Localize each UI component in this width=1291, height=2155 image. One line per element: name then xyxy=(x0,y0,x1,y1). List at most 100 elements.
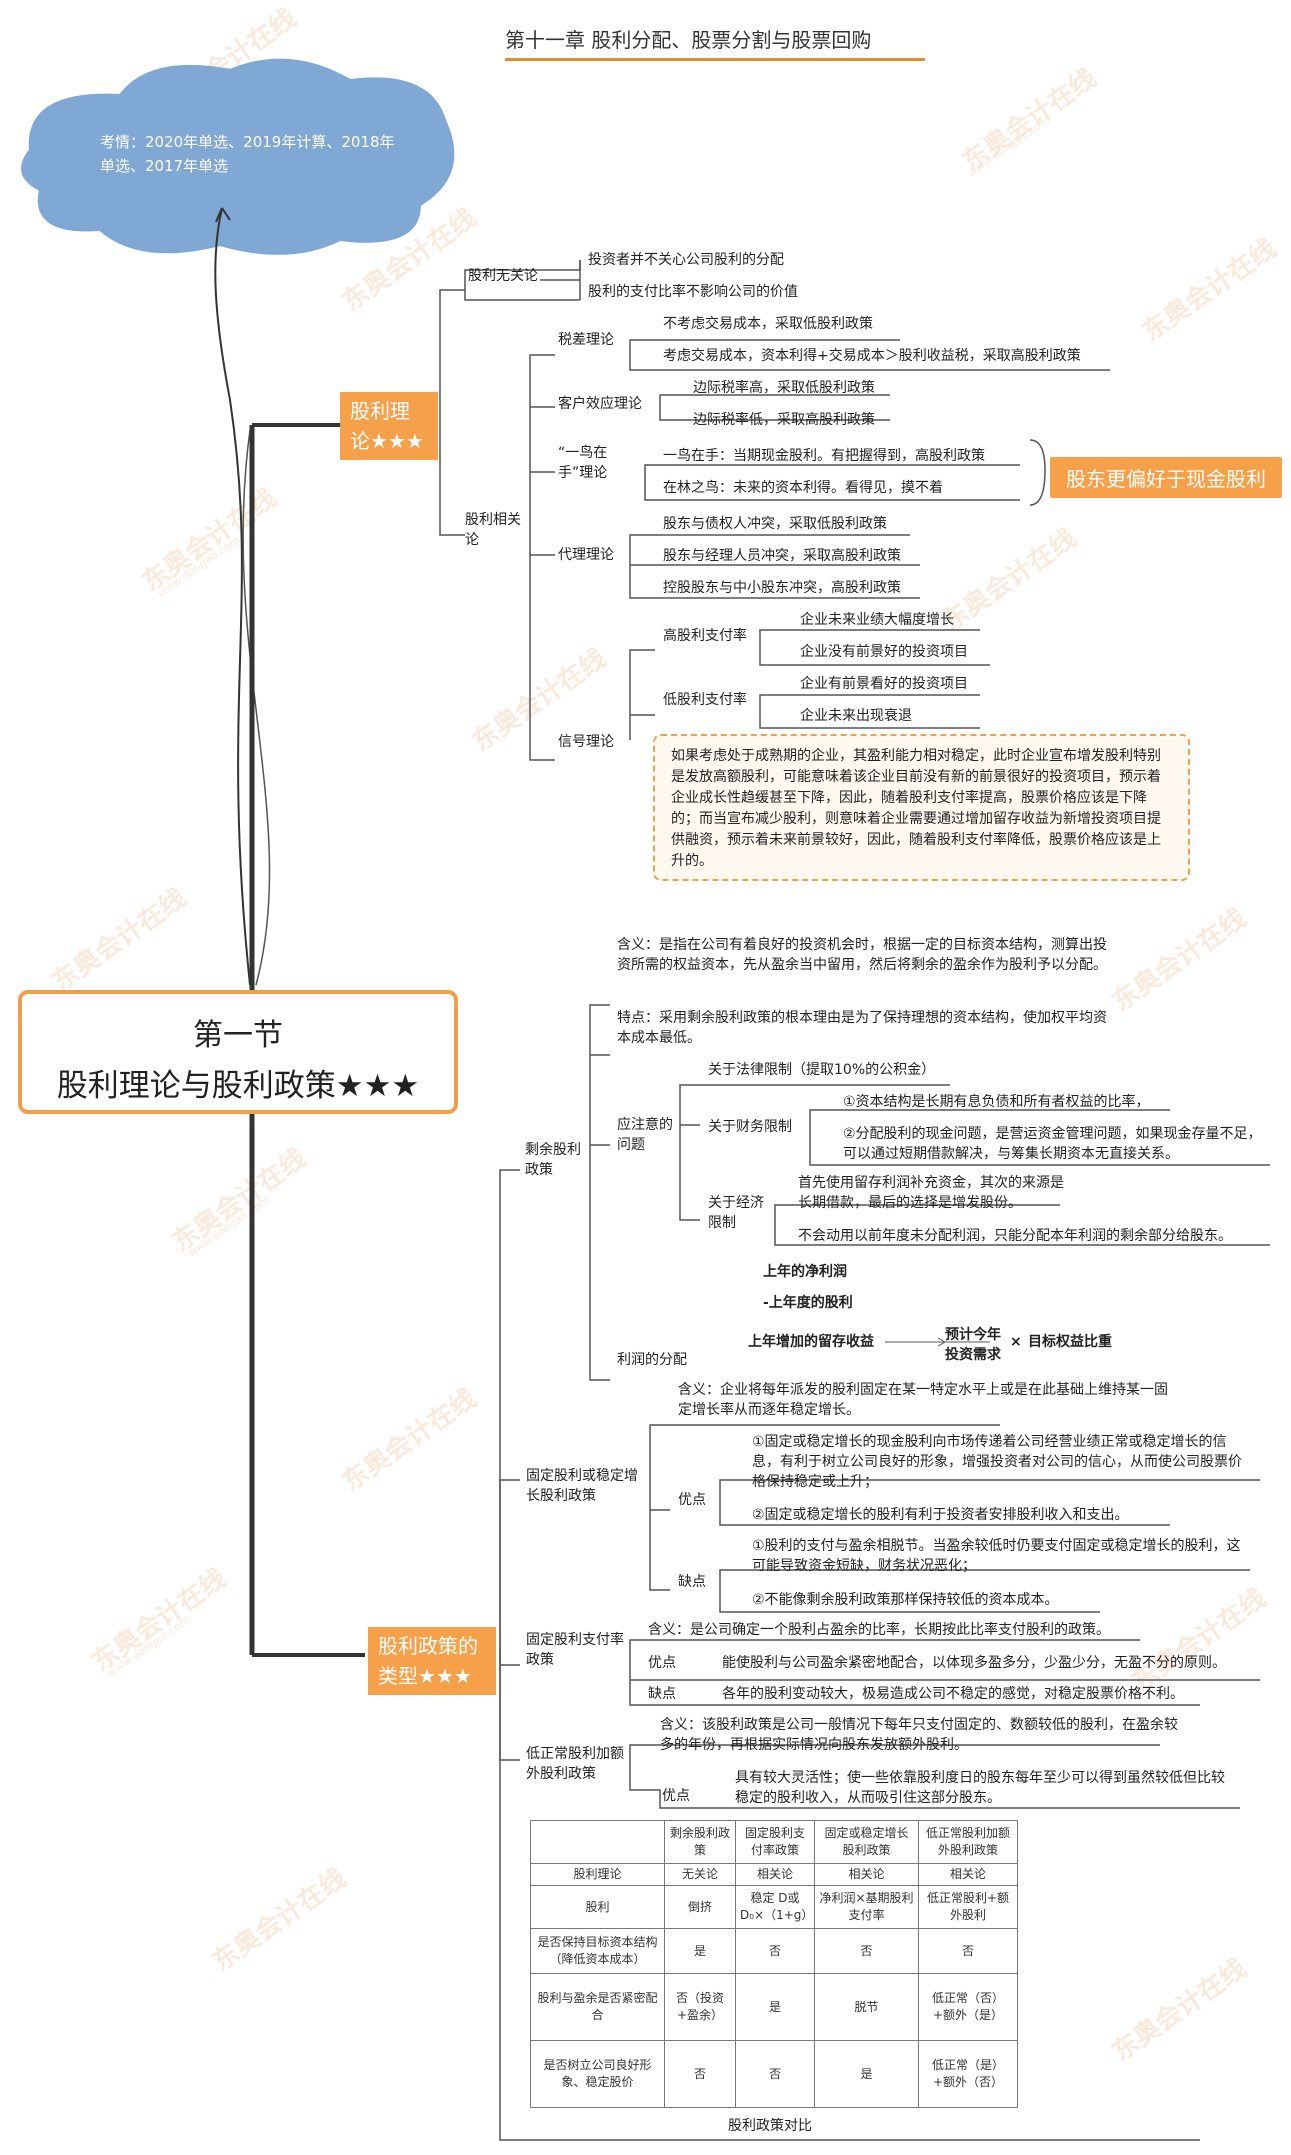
node-extra-policy: 低正常股利加额外股利政策 xyxy=(526,1746,624,1782)
formula-retained: 上年增加的留存收益 xyxy=(748,1334,874,1350)
extra-pros-label: 优点 xyxy=(662,1788,690,1804)
node-dividend-theory: 股利理论★★★ xyxy=(340,392,438,460)
table-cell: 低正常（否）+额外（是） xyxy=(918,1973,1018,2041)
leaf: ①资本结构是长期有息负债和所有者权益的比率， xyxy=(843,1094,1150,1110)
leaf: 股东与经理人员冲突，采取高股利政策 xyxy=(663,548,901,564)
table-cell: 是否树立公司良好形象、稳定股价 xyxy=(530,2040,665,2108)
root-section: 第一节 xyxy=(193,1018,283,1053)
residual-meaning: 含义：是指在公司有着良好的投资机会时，根据一定的目标资本结构，测算出投资所需的权… xyxy=(617,937,1107,973)
root-title: 股利理论与股利政策★★★ xyxy=(56,1068,420,1104)
node-low-payout: 低股利支付率 xyxy=(663,692,747,708)
table-header-cell xyxy=(530,1820,665,1864)
table-header-cell: 剩余股利政策 xyxy=(664,1820,736,1864)
table-cell: 否 xyxy=(735,2040,815,2108)
table-header-cell: 低正常股利加额外股利政策 xyxy=(918,1820,1018,1864)
leaf: 企业没有前景好的投资项目 xyxy=(800,644,968,660)
table-cell: 相关论 xyxy=(735,1863,815,1886)
node-relevance: 股利相关论 xyxy=(465,512,521,548)
node-agency-theory: 代理理论 xyxy=(558,547,614,563)
leaf-legal-limit: 关于法律限制（提取10%的公积金） xyxy=(708,1062,936,1078)
node-tax-theory: 税差理论 xyxy=(558,332,614,348)
table-cell: 是 xyxy=(735,1973,815,2041)
page-title: 第十一章 股利分配、股票分割与股票回购 xyxy=(505,28,872,52)
leaf: 一鸟在手：当期现金股利。有把握得到，高股利政策 xyxy=(663,448,985,464)
formula-net-profit: 上年的净利润 xyxy=(763,1264,847,1280)
node-policy-types: 股利政策的类型★★★ xyxy=(368,1627,496,1695)
table-cell: 是 xyxy=(814,2040,919,2108)
table-caption: 股利政策对比 xyxy=(728,2118,812,2134)
table-cell: 否（投资+盈余） xyxy=(664,1973,736,2041)
highlight-cash-dividend: 股东更偏好于现金股利 xyxy=(1050,457,1282,498)
table-cell: 股利与盈余是否紧密配合 xyxy=(530,1973,665,2041)
ratio-cons-label: 缺点 xyxy=(648,1686,676,1702)
leaf: 考虑交易成本，资本利得+交易成本＞股利收益税，采取高股利政策 xyxy=(663,348,1081,364)
fixed-meaning: 含义：企业将每年派发的股利固定在某一特定水平上或是在此基础上维持某一固定增长率从… xyxy=(678,1382,1168,1418)
leaf: 企业未来出现衰退 xyxy=(800,708,912,724)
node-profit-distribution: 利润的分配 xyxy=(617,1352,687,1368)
ratio-pros: 能使股利与公司盈余紧密地配合，以体现多盈多分，少盈少分，无盈不分的原则。 xyxy=(722,1655,1226,1671)
table-header-cell: 固定股利支付率政策 xyxy=(735,1820,815,1864)
leaf: ②固定或稳定增长的股利有利于投资者安排股利收入和支出。 xyxy=(752,1507,1129,1523)
table-cell: 是否保持目标资本结构（降低资本成本） xyxy=(530,1928,665,1974)
leaf: 企业未来业绩大幅度增长 xyxy=(800,612,954,628)
table-cell: 稳定 D或 D₀×（1+g） xyxy=(735,1885,815,1929)
table-row: 股利与盈余是否紧密配合 否（投资+盈余） 是 脱节 低正常（否）+额外（是） xyxy=(530,1973,1018,2041)
table-row: 是否树立公司良好形象、稳定股价 否 否 是 低正常（是）+额外（否） xyxy=(530,2040,1018,2108)
table-header-row: 剩余股利政策 固定股利支付率政策 固定或稳定增长股利政策 低正常股利加额外股利政… xyxy=(530,1820,1018,1864)
table-cell: 相关论 xyxy=(918,1863,1018,1886)
node-issues: 应注意的问题 xyxy=(617,1117,673,1153)
table-cell: 无关论 xyxy=(664,1863,736,1886)
leaf: 边际税率高，采取低股利政策 xyxy=(693,380,875,396)
node-residual-policy: 剩余股利政策 xyxy=(525,1142,581,1178)
node-fixed-policy: 固定股利或稳定增长股利政策 xyxy=(526,1468,638,1504)
ratio-cons: 各年的股利变动较大，极易造成公司不稳定的感觉，对稳定股票价格不利。 xyxy=(722,1686,1184,1702)
leaf: 股利的支付比率不影响公司的价值 xyxy=(588,284,798,300)
node-economic-limit: 关于经济限制 xyxy=(708,1195,764,1231)
leaf: ①股利的支付与盈余相脱节。当盈余较低时仍要支付固定或稳定增长的股利，这可能导致资… xyxy=(752,1538,1241,1574)
root-node: 第一节 股利理论与股利政策★★★ xyxy=(18,990,458,1114)
node-ratio-policy: 固定股利支付率政策 xyxy=(526,1632,624,1668)
signal-note: 如果考虑处于成熟期的企业，其盈利能力相对稳定，此时企业宣布增发股利特别是发放高额… xyxy=(653,734,1190,881)
ratio-pros-label: 优点 xyxy=(648,1655,676,1671)
table-cell: 净利润×基期股利支付率 xyxy=(814,1885,919,1929)
table-cell: 否 xyxy=(814,1928,919,1974)
leaf: ①固定或稳定增长的现金股利向市场传递着公司经营业绩正常或稳定增长的信息，有利于树… xyxy=(752,1434,1242,1490)
comparison-table: 剩余股利政策 固定股利支付率政策 固定或稳定增长股利政策 低正常股利加额外股利政… xyxy=(530,1820,1018,2108)
table-cell: 股利 xyxy=(530,1885,665,1929)
title-underline xyxy=(505,58,925,61)
formula-need: 预计今年投资需求 xyxy=(945,1327,1001,1363)
leaf: 企业有前景看好的投资项目 xyxy=(800,676,968,692)
formula-ratio: 目标权益比重 xyxy=(1028,1334,1112,1350)
formula-times: × xyxy=(1010,1334,1022,1350)
extra-meaning: 含义：该股利政策是公司一般情况下每年只支付固定的、数额较低的股利，在盈余较多的年… xyxy=(660,1717,1178,1753)
leaf: 不考虑交易成本，采取低股利政策 xyxy=(663,316,873,332)
leaf: 控股股东与中小股东冲突，高股利政策 xyxy=(663,580,901,596)
table-cell: 否 xyxy=(918,1928,1018,1974)
table-cell: 否 xyxy=(735,1928,815,1974)
table-cell: 是 xyxy=(664,1928,736,1974)
table-cell: 否 xyxy=(664,2040,736,2108)
formula-dividend: -上年度的股利 xyxy=(763,1295,853,1311)
table-cell: 倒挤 xyxy=(664,1885,736,1929)
node-fixed-cons: 缺点 xyxy=(678,1574,706,1590)
leaf: 股东与债权人冲突，采取低股利政策 xyxy=(663,516,887,532)
table-cell: 股利理论 xyxy=(530,1863,665,1886)
leaf: ②不能像剩余股利政策那样保持较低的资本成本。 xyxy=(752,1592,1059,1608)
leaf: 不会动用以前年度未分配利润，只能分配本年利润的剩余部分给股东。 xyxy=(798,1228,1232,1244)
leaf: ②分配股利的现金问题，是营运资金管理问题，如果现金存量不足，可以通过短期借款解决… xyxy=(843,1126,1262,1162)
leaf: 首先使用留存利润补充资金，其次的来源是长期借款，最后的选择是增发股份。 xyxy=(798,1175,1064,1211)
table-cell: 相关论 xyxy=(814,1863,919,1886)
node-signal-theory: 信号理论 xyxy=(558,734,614,750)
table-header-cell: 固定或稳定增长股利政策 xyxy=(814,1820,919,1864)
table-row: 是否保持目标资本结构（降低资本成本） 是 否 否 否 xyxy=(530,1928,1018,1974)
table-cell: 脱节 xyxy=(814,1973,919,2041)
leaf: 在林之鸟：未来的资本利得。看得见，摸不着 xyxy=(663,480,943,496)
node-clientele-theory: 客户效应理论 xyxy=(558,396,642,412)
table-cell: 低正常（是）+额外（否） xyxy=(918,2040,1018,2108)
table-row: 股利理论 无关论 相关论 相关论 相关论 xyxy=(530,1863,1018,1886)
node-irrelevance: 股利无关论 xyxy=(468,268,538,284)
leaf: 边际税率低，采取高股利政策 xyxy=(693,412,875,428)
table-cell: 低正常股利+额外股利 xyxy=(918,1885,1018,1929)
node-financial-limit: 关于财务限制 xyxy=(708,1119,792,1135)
